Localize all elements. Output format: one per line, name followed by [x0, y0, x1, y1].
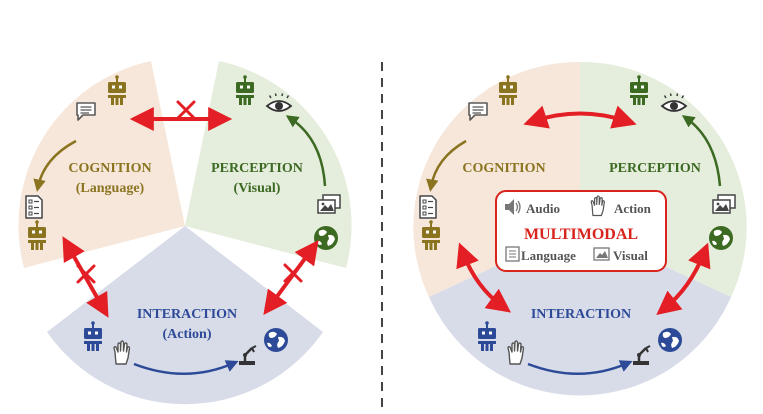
multimodal-title: MULTIMODAL: [524, 226, 638, 243]
perception-subtitle: (Visual): [234, 181, 281, 196]
picture-icon: [593, 247, 610, 261]
globe-icon: [314, 226, 338, 250]
cognition-title: COGNITION: [68, 161, 151, 176]
globe-icon: [658, 328, 682, 352]
blocked-link-cognition-interaction: [62, 236, 109, 318]
interaction-title: INTERACTION: [531, 307, 631, 322]
blocked-link-perception-interaction: [263, 239, 319, 316]
cognition-subtitle: (Language): [76, 181, 145, 196]
link-cognition-perception: [523, 105, 637, 129]
perception-title: PERCEPTION: [609, 161, 701, 176]
multimodal-action-label: Action: [614, 201, 652, 216]
interaction-title: INTERACTION: [137, 307, 237, 322]
checklist-icon: [419, 195, 437, 219]
link-perception-interaction: [656, 242, 711, 315]
multimodal-visual-label: Visual: [613, 248, 648, 263]
document-icon: [505, 246, 520, 262]
interaction-subtitle: (Action): [163, 327, 212, 342]
cross-icon: [176, 100, 196, 120]
left-panel: COGNITION (Language) PERCEPTION (Visual)…: [18, 61, 352, 405]
cross-icon: [283, 263, 303, 283]
perception-flow-arrow: [681, 115, 722, 187]
link-cognition-interaction: [456, 242, 512, 313]
right-panel: COGNITION PERCEPTION Audio Action MULTIM…: [413, 61, 747, 396]
cognition-flow-arrow: [426, 139, 467, 192]
globe-icon: [709, 226, 733, 250]
interaction-flow-arrow: [527, 360, 633, 375]
cognition-title: COGNITION: [462, 161, 545, 176]
multimodal-audio-label: Audio: [526, 201, 560, 216]
multimodal-language-label: Language: [521, 248, 576, 263]
interaction-flow-arrow: [133, 360, 239, 375]
checklist-icon: [25, 195, 43, 219]
cognition-flow-arrow: [33, 139, 77, 192]
multimodal-box: Audio Action MULTIMODAL Language Visual: [495, 190, 667, 272]
perception-flow-arrow: [285, 115, 327, 187]
perception-title: PERCEPTION: [211, 161, 303, 176]
globe-icon: [264, 328, 288, 352]
cross-icon: [76, 264, 96, 284]
